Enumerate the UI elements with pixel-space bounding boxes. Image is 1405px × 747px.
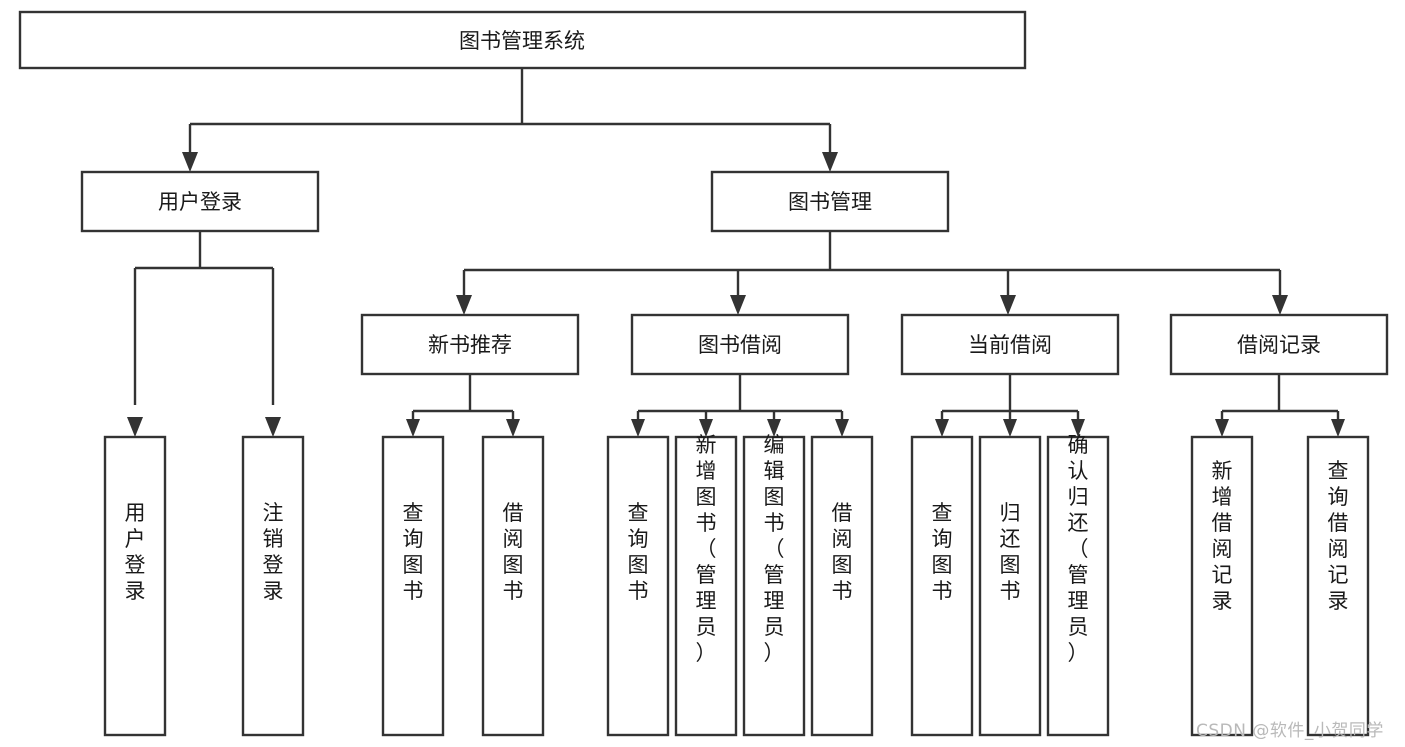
node-book-borrow[interactable]: 图书借阅 bbox=[630, 313, 850, 376]
node-leaf-user-login-rect bbox=[103, 435, 167, 737]
arrowhead-new-book-recommend bbox=[456, 295, 472, 315]
node-leaf-add-record-label: 新增借阅记录 bbox=[1212, 459, 1233, 613]
node-leaf-query-record[interactable]: 查询借阅记录 bbox=[1306, 435, 1370, 737]
node-leaf-logout-login-rect bbox=[241, 435, 305, 737]
node-leaf-query-book-2[interactable]: 查询图书 bbox=[606, 435, 670, 737]
node-leaf-edit-book-rect bbox=[742, 435, 806, 737]
node-book-management-system[interactable]: 图书管理系统 bbox=[18, 10, 1027, 70]
node-leaf-query-book-3-label: 查询图书 bbox=[932, 501, 953, 603]
node-user-login[interactable]: 用户登录 bbox=[80, 170, 320, 233]
node-borrow-record[interactable]: 借阅记录 bbox=[1169, 313, 1389, 376]
node-leaf-query-book-3[interactable]: 查询图书 bbox=[910, 435, 974, 737]
node-borrow-record-rect bbox=[1169, 313, 1389, 376]
node-leaf-return-book-label: 归还图书 bbox=[1000, 501, 1021, 603]
node-leaf-borrow-book-2[interactable]: 借阅图书 bbox=[810, 435, 874, 737]
node-leaf-add-book-label: 新增图书（管理员） bbox=[696, 433, 717, 665]
node-leaf-borrow-book-1[interactable]: 借阅图书 bbox=[481, 435, 545, 737]
arrowhead-leaf-add-book bbox=[699, 419, 713, 437]
arrowhead-user-login bbox=[182, 152, 198, 172]
arrowhead-leaf-query-book-3 bbox=[935, 419, 949, 437]
node-leaf-edit-book-label: 编辑图书（管理员） bbox=[764, 433, 785, 665]
node-leaf-edit-book[interactable]: 编辑图书（管理员） bbox=[742, 433, 806, 737]
node-leaf-confirm-return-rect bbox=[1046, 435, 1110, 737]
arrowheads bbox=[127, 152, 1345, 437]
arrowhead-leaf-query-record bbox=[1331, 419, 1345, 437]
arrowhead-leaf-edit-book bbox=[767, 419, 781, 437]
arrowhead-leaf-confirm-return bbox=[1071, 419, 1085, 437]
node-current-borrow-rect bbox=[900, 313, 1120, 376]
node-book-manage[interactable]: 图书管理 bbox=[710, 170, 950, 233]
arrowhead-leaf-borrow-book-1 bbox=[506, 419, 520, 437]
arrowhead-leaf-query-book-1 bbox=[406, 419, 420, 437]
node-leaf-borrow-book-1-rect bbox=[481, 435, 545, 737]
node-root-rect bbox=[18, 10, 1027, 70]
arrowhead-leaf-return-book bbox=[1003, 419, 1017, 437]
node-book-borrow-rect bbox=[630, 313, 850, 376]
node-new-book-recommend-label: 新书推荐 bbox=[428, 333, 512, 357]
arrowhead-leaf-logout-login bbox=[265, 417, 281, 437]
node-leaf-add-book[interactable]: 新增图书（管理员） bbox=[674, 433, 738, 737]
node-leaf-add-record-rect bbox=[1190, 435, 1254, 737]
node-current-borrow[interactable]: 当前借阅 bbox=[900, 313, 1120, 376]
arrowhead-leaf-user-login bbox=[127, 417, 143, 437]
node-leaf-user-login-label: 用户登录 bbox=[125, 501, 146, 603]
arrowhead-leaf-add-record bbox=[1215, 419, 1229, 437]
csdn-watermark: CSDN @软件_小贺同学 bbox=[1196, 721, 1384, 741]
node-user-login-rect bbox=[80, 170, 320, 233]
arrowhead-leaf-query-book-2 bbox=[631, 419, 645, 437]
node-leaf-confirm-return-label: 确认归还（管理员） bbox=[1068, 433, 1089, 665]
node-leaf-add-record[interactable]: 新增借阅记录 bbox=[1190, 435, 1254, 737]
node-leaf-user-login[interactable]: 用户登录 bbox=[103, 435, 167, 737]
node-leaf-return-book[interactable]: 归还图书 bbox=[978, 435, 1042, 737]
node-leaf-return-book-rect bbox=[978, 435, 1042, 737]
node-leaf-borrow-book-2-label: 借阅图书 bbox=[832, 501, 853, 603]
node-leaf-query-book-2-rect bbox=[606, 435, 670, 737]
node-book-borrow-label: 图书借阅 bbox=[698, 333, 782, 357]
node-leaf-query-book-1-rect bbox=[381, 435, 445, 737]
node-leaf-query-book-2-label: 查询图书 bbox=[628, 501, 649, 603]
node-book-manage-rect bbox=[710, 170, 950, 233]
node-current-borrow-label: 当前借阅 bbox=[968, 333, 1052, 357]
arrowhead-book-manage bbox=[822, 152, 838, 172]
node-leaf-query-book-1-label: 查询图书 bbox=[403, 501, 424, 603]
arrowhead-current-borrow bbox=[1000, 295, 1016, 315]
node-root-label: 图书管理系统 bbox=[459, 29, 585, 53]
node-new-book-recommend[interactable]: 新书推荐 bbox=[360, 313, 580, 376]
node-borrow-record-label: 借阅记录 bbox=[1237, 333, 1321, 357]
node-leaf-borrow-book-1-label: 借阅图书 bbox=[503, 501, 524, 603]
node-book-manage-label: 图书管理 bbox=[788, 190, 872, 214]
node-leaf-add-book-rect bbox=[674, 435, 738, 737]
arrowhead-leaf-borrow-book-2 bbox=[835, 419, 849, 437]
node-leaf-logout-login-label: 注销登录 bbox=[263, 501, 284, 603]
node-leaf-query-record-label: 查询借阅记录 bbox=[1328, 459, 1349, 613]
node-leaf-query-book-1[interactable]: 查询图书 bbox=[381, 435, 445, 737]
arrowhead-book-borrow bbox=[730, 295, 746, 315]
node-leaf-logout-login[interactable]: 注销登录 bbox=[241, 435, 305, 737]
node-leaf-query-record-rect bbox=[1306, 435, 1370, 737]
node-user-login-label: 用户登录 bbox=[158, 190, 242, 214]
node-new-book-recommend-rect bbox=[360, 313, 580, 376]
node-leaf-borrow-book-2-rect bbox=[810, 435, 874, 737]
arrowhead-borrow-record bbox=[1272, 295, 1288, 315]
node-leaf-query-book-3-rect bbox=[910, 435, 974, 737]
node-leaf-confirm-return[interactable]: 确认归还（管理员） bbox=[1046, 433, 1110, 737]
